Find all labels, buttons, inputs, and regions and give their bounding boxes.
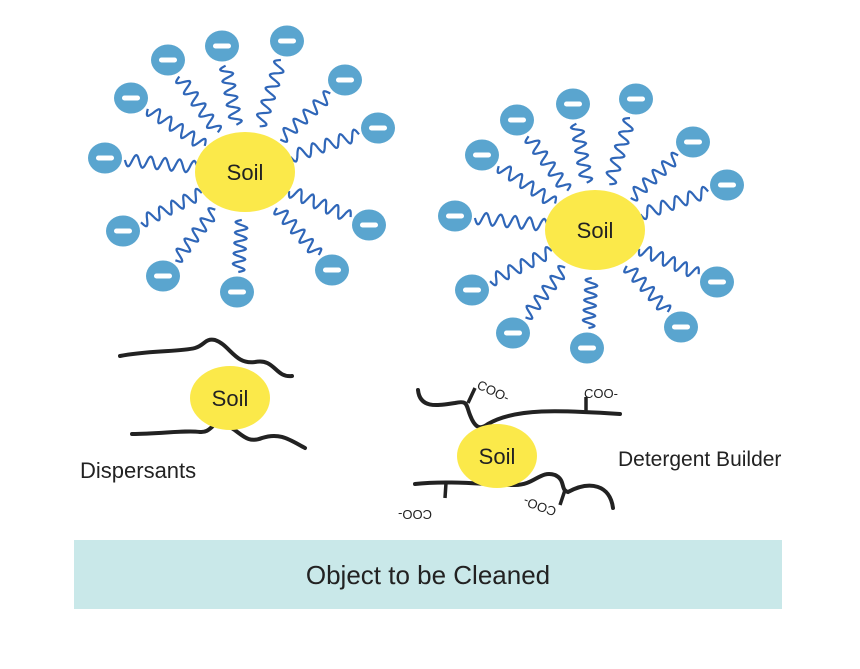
surfactant-tail	[140, 187, 203, 228]
coo-label: COO-	[475, 377, 512, 405]
surfactant-tail	[524, 135, 572, 192]
surfactant-tail	[569, 122, 594, 184]
coo-label: COO-	[584, 386, 618, 401]
minus-sign	[504, 330, 522, 336]
surfactant-tail	[255, 58, 285, 128]
minus-sign	[96, 155, 114, 161]
surfactant-tail	[637, 245, 700, 278]
minus-sign	[213, 43, 231, 49]
surfactant-tail	[489, 246, 553, 287]
surfactant-tail	[145, 108, 207, 147]
surfactant-tail	[287, 188, 352, 220]
minus-sign	[114, 228, 132, 234]
coo-label: COO-	[398, 507, 432, 522]
surface	[74, 540, 782, 609]
minus-sign	[708, 279, 726, 285]
minus-sign	[323, 267, 341, 273]
micelle-2: Soil	[438, 83, 744, 364]
minus-sign	[684, 139, 702, 145]
minus-sign	[228, 289, 246, 295]
dispersant-group: Soil Dispersants	[80, 337, 307, 483]
minus-sign	[154, 273, 172, 279]
minus-sign	[369, 125, 387, 131]
surfactant-tail	[231, 218, 249, 274]
minus-sign	[463, 287, 481, 293]
coo-label: COO-	[521, 494, 558, 520]
builder-chain-top	[416, 388, 622, 430]
minus-sign	[672, 324, 690, 330]
builder-group: COO- COO- COO- COO- Soil Detergent Build…	[398, 377, 781, 522]
surfactant-tail	[639, 185, 709, 221]
soil-particle	[190, 366, 270, 430]
surfactant-tail	[273, 207, 323, 256]
minus-sign	[336, 77, 354, 83]
soil-particle	[457, 424, 537, 488]
surfactant-tail	[623, 265, 672, 313]
surfactant-tail	[279, 90, 331, 144]
dispersant-chain-top	[118, 337, 294, 379]
surfactant-tail	[581, 276, 599, 330]
micelle-1: Soil	[88, 25, 395, 308]
minus-sign	[578, 345, 596, 351]
surfactant-tail	[123, 153, 199, 174]
minus-sign	[446, 213, 464, 219]
minus-sign	[278, 38, 296, 44]
minus-sign	[360, 222, 378, 228]
surface-label: Object to be Cleaned	[306, 560, 550, 590]
surfactant-tail	[175, 75, 223, 134]
soil-label: Soil	[479, 444, 516, 469]
minus-sign	[627, 96, 645, 102]
surfactant-tail	[289, 128, 360, 163]
surfactant-tail	[496, 165, 558, 205]
surfactant-tail	[218, 64, 243, 126]
detergent-builder-label: Detergent Builder	[618, 448, 781, 471]
soil-particle	[545, 190, 645, 270]
surfactant-tail	[473, 211, 549, 232]
minus-sign	[122, 95, 140, 101]
minus-sign	[473, 152, 491, 158]
surfactant-tail	[605, 117, 634, 186]
minus-sign	[564, 101, 582, 107]
minus-sign	[508, 117, 526, 123]
minus-sign	[718, 182, 736, 188]
surfactant-tail	[630, 151, 679, 202]
surfactant-tail	[175, 207, 216, 263]
soil-label: Soil	[577, 218, 614, 243]
soil-label: Soil	[227, 160, 264, 185]
soil-label: Soil	[212, 386, 249, 411]
surfactant-tail	[525, 264, 566, 321]
soil-particle	[195, 132, 295, 212]
minus-sign	[159, 57, 177, 63]
dispersants-label: Dispersants	[80, 458, 196, 483]
